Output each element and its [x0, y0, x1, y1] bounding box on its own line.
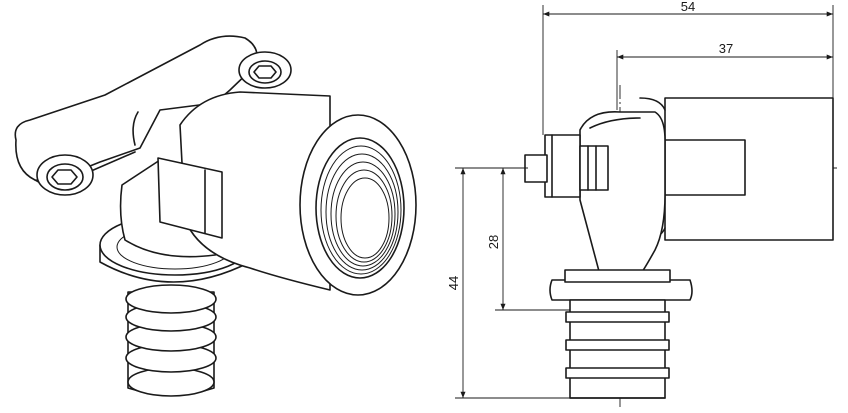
ortho-collar [549, 269, 693, 301]
ortho-elbow-body [579, 111, 666, 276]
isometric-view [14, 35, 417, 397]
ortho-outlet [664, 97, 834, 241]
ortho-mounting-plate [524, 134, 609, 198]
dimension-54: 54 [542, 0, 834, 135]
iso-screw-left [36, 154, 94, 196]
ortho-pex-stem [565, 299, 670, 399]
dimension-28: 28 [486, 168, 570, 311]
iso-threaded-outlet [179, 91, 417, 296]
iso-screw-right [238, 51, 292, 89]
dimension-28-label: 28 [486, 235, 501, 249]
orthographic-view: 54 37 44 28 [446, 0, 838, 410]
dimension-37: 37 [616, 41, 833, 110]
iso-label-strip [157, 157, 223, 239]
dimension-54-label: 54 [681, 0, 695, 14]
dimension-44-label: 44 [446, 276, 461, 290]
dimension-44: 44 [446, 167, 570, 399]
dimension-37-label: 37 [719, 41, 733, 56]
iso-pex-stem [125, 284, 217, 397]
